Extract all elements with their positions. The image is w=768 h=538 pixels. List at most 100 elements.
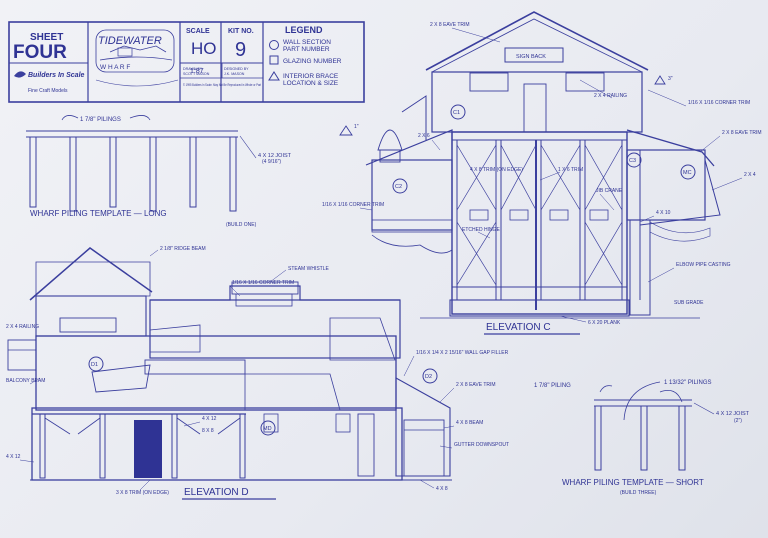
callout-leader (431, 139, 441, 151)
svg-text:1 7/8" PILING: 1 7/8" PILING (534, 383, 571, 389)
callout-leader (19, 459, 35, 463)
piling-short-title: WHARF PILING TEMPLATE — SHORT (562, 478, 704, 487)
callout-leader (139, 479, 151, 491)
svg-text:TIDEWATER: TIDEWATER (98, 35, 162, 47)
callout-leader (477, 231, 491, 239)
callout-label: JIB CRANE (596, 188, 623, 194)
callout-leader (29, 377, 41, 385)
piling-long-5 (189, 136, 197, 208)
callout-label: 3 X 8 TRIM (ON EDGE) (116, 490, 169, 496)
brand-logo-icon (14, 71, 26, 78)
callout-leader (183, 421, 201, 427)
brand-tagline: Fine Craft Models (28, 88, 68, 94)
piling-long-title: WHARF PILING TEMPLATE — LONG (30, 209, 167, 218)
callout-label: 2 X 4 RAILING (594, 93, 627, 99)
kit-label: KIT NO. (228, 28, 254, 35)
callout-label: SUB GRADE (674, 300, 704, 306)
wall-post (621, 139, 628, 301)
porch-post (171, 413, 178, 479)
callout-label: BALCONY BEAM (6, 378, 45, 384)
callout-label: 1 X 6 TRIM (558, 167, 583, 173)
brace-triangle-icon (268, 71, 280, 81)
scale-label: SCALE (186, 28, 210, 35)
svg-text:3": 3" (668, 76, 673, 82)
porch-post (39, 413, 46, 479)
callout-label: 2 X 8 EAVE TRIM (430, 22, 470, 28)
legend: LEGEND WALL SECTION PART NUMBER GLAZING … (268, 25, 342, 87)
elevation-c-title: ELEVATION C (486, 322, 551, 333)
brace-line (456, 221, 497, 286)
callout-label: 4 X 12 (202, 416, 217, 422)
brace-triangle-icon (654, 75, 666, 85)
svg-text:(BUILD THREE): (BUILD THREE) (620, 490, 657, 496)
callout-label: 1/16 X 1/4 X 2 15/16" WALL GAP FILLER (416, 350, 509, 356)
sheet-number: FOUR (13, 42, 67, 63)
porch-brace (176, 417, 201, 435)
callout-label: 8 X 8 (202, 428, 214, 434)
svg-text:1 7/8" PILINGS: 1 7/8" PILINGS (80, 117, 121, 123)
callout-label: STEAM WHISTLE (288, 266, 330, 272)
callout-label: ETCHED HINGE (462, 227, 500, 233)
wall-section-marker (260, 420, 276, 436)
brace-line (584, 221, 623, 286)
wall-section-label: C3 (629, 158, 636, 164)
wall-section-label: D1 (91, 362, 98, 368)
callout-leader (229, 285, 241, 297)
svg-text:INTERIOR BRACE: INTERIOR BRACE (283, 73, 339, 80)
kit-number: 9 (235, 39, 246, 61)
wall-section-label: MD (263, 426, 272, 432)
callout-leader (699, 135, 721, 153)
wall-post (451, 139, 458, 301)
callout-leader (443, 425, 455, 429)
callout-leader (579, 79, 613, 99)
wall-section-marker (422, 368, 438, 384)
designed-by-label: DESIGNED BY (224, 67, 249, 71)
wall-section-marker (680, 164, 696, 180)
callout-leader (149, 249, 159, 257)
sheet-label: SHEET (30, 32, 63, 43)
callout-label: 1/16 X 1/16 CORNER TRIM (688, 100, 750, 106)
callout-label: 2 X 6 (418, 133, 430, 139)
wall-section-label: MC (683, 170, 692, 176)
callout-label: 2 X 4 RAILING (6, 324, 39, 330)
callout-leader (403, 355, 415, 377)
designed-by: J.K. MASON (224, 72, 245, 76)
callout-leader (439, 445, 453, 449)
piling-template-long: 1 7/8" PILINGS 4 X 12 JOIST (4 9/16") WH… (26, 115, 292, 228)
elevation-d-title: ELEVATION D (184, 487, 249, 498)
callout-label: 4 X 8 TRIM (ON EDGE) (470, 167, 523, 173)
callout-label: 2 X 8 EAVE TRIM (456, 382, 496, 388)
porch-brace (44, 417, 71, 435)
callout-label: 2 X 4 (744, 172, 756, 178)
svg-text:GLAZING NUMBER: GLAZING NUMBER (283, 58, 342, 65)
callout-leader (647, 89, 687, 107)
porch-brace (217, 417, 241, 435)
callout-leader (647, 267, 675, 283)
callout-leader (639, 215, 655, 223)
svg-text:4 X 12 JOIST: 4 X 12 JOIST (258, 153, 292, 159)
drawn-by-label: DRAWN BY (183, 67, 203, 71)
svg-text:(BUILD ONE): (BUILD ONE) (226, 222, 257, 228)
piling-template-short: 1 7/8" PILING 1 13/32" PILINGS 4 X 12 JO… (534, 380, 750, 496)
title-block: SHEET FOUR Builders In Scale Fine Craft … (8, 21, 365, 103)
svg-text:LOCATION & SIZE: LOCATION & SIZE (283, 80, 339, 87)
svg-text:(4 9/16"): (4 9/16") (262, 159, 281, 165)
brace-line (584, 144, 623, 211)
porch-post (239, 413, 246, 479)
callout-leader (419, 479, 435, 489)
callout-label: GUTTER DOWNSPOUT (454, 442, 509, 448)
piling-long-1 (29, 136, 37, 208)
callout-leader (269, 269, 287, 283)
wall-section-marker (88, 356, 104, 372)
wall-post (495, 139, 502, 301)
piling-long-4 (149, 136, 157, 212)
wall-section-marker (450, 104, 466, 120)
porch-post (99, 413, 106, 479)
brace-line (456, 144, 497, 211)
porch-brace (77, 417, 101, 435)
wall-section-label: D2 (425, 374, 432, 380)
brace-line (500, 144, 537, 211)
